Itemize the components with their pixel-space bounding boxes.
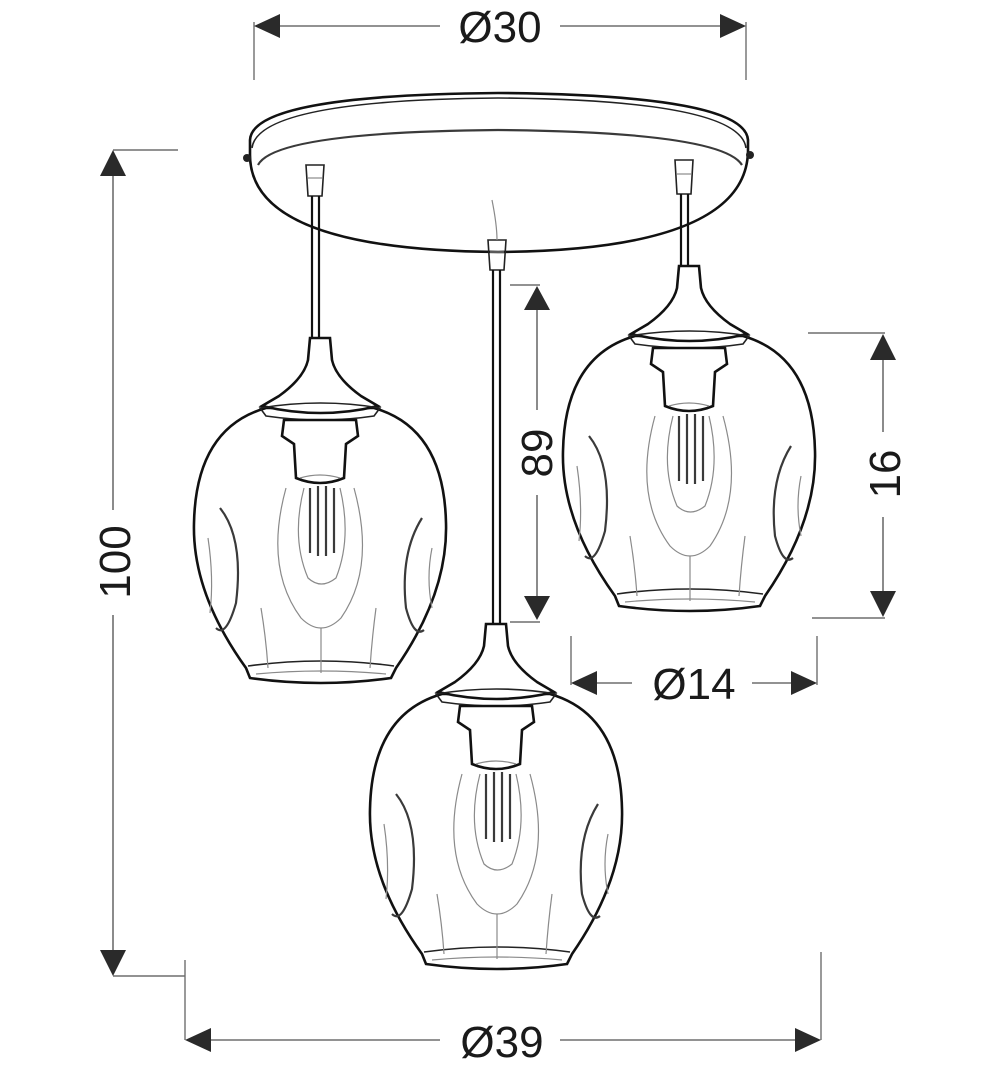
- dimension-canopy-diameter: Ø30: [253, 3, 747, 80]
- arrow-up-icon: [100, 150, 126, 176]
- arrow-right-icon: [795, 1028, 821, 1052]
- cord-center: [491, 270, 502, 626]
- dimension-label-shade-diameter: Ø14: [652, 660, 735, 709]
- pendant-right: [561, 264, 817, 613]
- dimension-label-shade-height: 16: [861, 450, 910, 499]
- pendant-left: [192, 336, 448, 685]
- cord-right: [679, 194, 690, 268]
- arrow-right-icon: [791, 671, 817, 695]
- arrow-left-icon: [254, 14, 280, 38]
- arrow-down-icon: [524, 596, 550, 620]
- dimension-overall-width: Ø39: [185, 952, 822, 1067]
- cord-grip-left: [305, 164, 325, 197]
- arrow-left-icon: [185, 1028, 211, 1052]
- ceiling-canopy: [243, 91, 754, 254]
- arrow-down-icon: [870, 591, 896, 617]
- dimension-shade-diameter: Ø14: [570, 636, 818, 709]
- arrow-up-icon: [870, 334, 896, 360]
- dimension-label-total-height: 100: [91, 525, 140, 598]
- cord-left: [310, 196, 321, 340]
- dimension-label-overall-width: Ø39: [460, 1018, 543, 1067]
- cord-grip-right: [674, 159, 694, 195]
- arrow-left-icon: [571, 671, 597, 695]
- dimension-shade-height: 16: [808, 332, 910, 619]
- dimension-label-canopy-diameter: Ø30: [458, 3, 541, 52]
- dimension-max-drop: 89: [510, 284, 562, 623]
- arrow-down-icon: [100, 950, 126, 976]
- cord-grip-center: [487, 199, 507, 271]
- dimension-total-height: 100: [91, 149, 186, 1040]
- pendant-center: [368, 622, 624, 971]
- dimension-label-max-drop: 89: [513, 429, 562, 478]
- arrow-up-icon: [524, 286, 550, 310]
- arrow-right-icon: [720, 14, 746, 38]
